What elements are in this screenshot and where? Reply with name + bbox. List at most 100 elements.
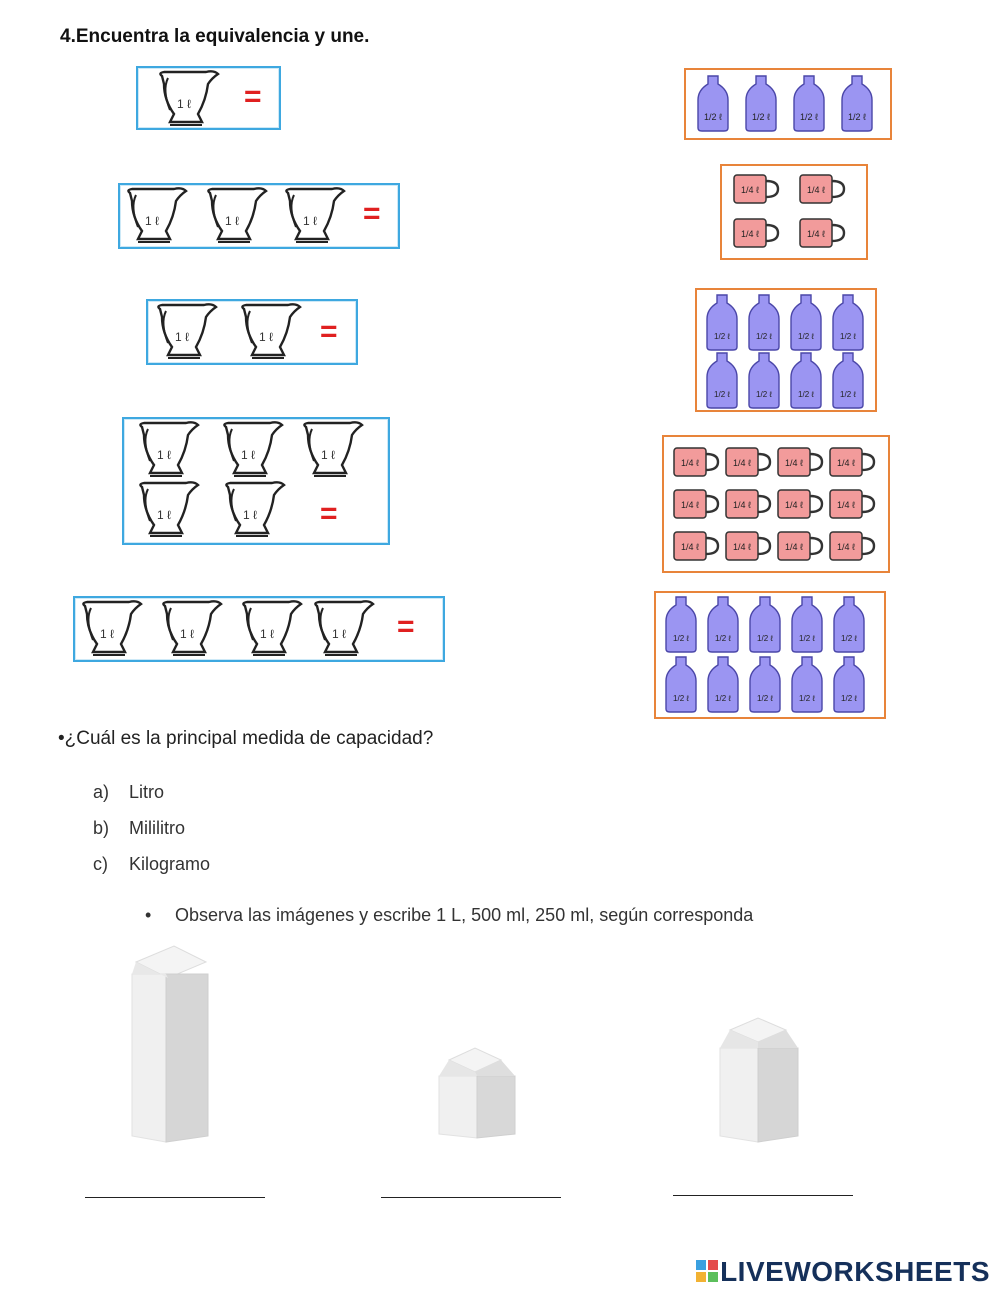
option-a[interactable]: a) Litro [93, 782, 164, 803]
svg-text:1/2 ℓ: 1/2 ℓ [673, 634, 689, 643]
svg-text:1/4 ℓ: 1/4 ℓ [837, 542, 856, 552]
equals-sign: = [320, 315, 338, 348]
svg-text:1/2 ℓ: 1/2 ℓ [798, 332, 814, 341]
svg-text:1/4 ℓ: 1/4 ℓ [785, 542, 804, 552]
bottle-icon: 1/2 ℓ [831, 293, 865, 351]
right-group-3[interactable]: 1/2 ℓ 1/2 ℓ 1/2 ℓ 1/2 ℓ 1/2 ℓ 1/2 ℓ 1/2 … [695, 288, 877, 412]
mug-icon: 1/4 ℓ [828, 445, 876, 479]
pitcher-icon: 1 ℓ [124, 187, 190, 245]
pitcher-icon: 1 ℓ [136, 421, 202, 479]
svg-text:1/4 ℓ: 1/4 ℓ [807, 229, 826, 239]
svg-text:1/2 ℓ: 1/2 ℓ [757, 634, 773, 643]
question: •¿Cuál es la principal medida de capacid… [58, 728, 433, 750]
svg-text:1/4 ℓ: 1/4 ℓ [733, 500, 752, 510]
liveworksheets-icon [696, 1260, 719, 1282]
bottle-icon: 1/2 ℓ [705, 293, 739, 351]
liveworksheets-logo: LIVEWORKSHEETS [696, 1256, 990, 1288]
left-group-4[interactable]: 1 ℓ 1 ℓ 1 ℓ 1 ℓ 1 ℓ = [122, 417, 390, 545]
option-c[interactable]: c) Kilogramo [93, 854, 210, 875]
brand-text: LIVEWORKSHEETS [720, 1256, 990, 1287]
svg-text:1 ℓ: 1 ℓ [175, 330, 189, 344]
svg-text:1 ℓ: 1 ℓ [145, 214, 159, 228]
bottle-icon: 1/2 ℓ [790, 595, 824, 653]
option-letter: c) [93, 854, 108, 874]
right-group-5[interactable]: 1/2 ℓ 1/2 ℓ 1/2 ℓ 1/2 ℓ 1/2 ℓ 1/2 ℓ 1/2 … [654, 591, 886, 719]
mug-icon: 1/4 ℓ [828, 487, 876, 521]
equals-sign: = [397, 610, 415, 643]
answer-line-3[interactable] [673, 1195, 853, 1196]
pitcher-icon: 1 ℓ [300, 421, 366, 479]
svg-text:1 ℓ: 1 ℓ [241, 448, 255, 462]
left-group-1[interactable]: 1 ℓ = [136, 66, 281, 130]
right-group-4[interactable]: 1/4 ℓ 1/4 ℓ 1/4 ℓ 1/4 ℓ 1/4 ℓ 1/4 ℓ 1/4 … [662, 435, 890, 573]
mug-icon: 1/4 ℓ [798, 216, 846, 250]
bottle-icon: 1/2 ℓ [664, 655, 698, 713]
mug-icon: 1/4 ℓ [732, 172, 780, 206]
left-group-5[interactable]: 1 ℓ 1 ℓ 1 ℓ 1 ℓ = [73, 596, 445, 662]
bullet: • [145, 905, 152, 925]
svg-text:1/2 ℓ: 1/2 ℓ [841, 694, 857, 703]
pitcher-icon: 1 ℓ [282, 187, 348, 245]
svg-text:1/4 ℓ: 1/4 ℓ [681, 500, 700, 510]
bottle-icon: 1/2 ℓ [696, 74, 730, 132]
bottle-icon: 1/2 ℓ [664, 595, 698, 653]
svg-text:1/2 ℓ: 1/2 ℓ [800, 112, 819, 122]
pitcher-icon: 1 ℓ [204, 187, 270, 245]
svg-text:1/4 ℓ: 1/4 ℓ [741, 185, 760, 195]
pitcher-icon: 1 ℓ [220, 421, 286, 479]
bottle-icon: 1/2 ℓ [706, 595, 740, 653]
right-group-2[interactable]: 1/4 ℓ 1/4 ℓ 1/4 ℓ 1/4 ℓ [720, 164, 868, 260]
option-letter: a) [93, 782, 110, 802]
bullet: • [58, 728, 65, 749]
svg-text:1/2 ℓ: 1/2 ℓ [840, 390, 856, 399]
answer-line-1[interactable] [85, 1197, 265, 1198]
option-text: Mililitro [129, 818, 185, 838]
svg-text:1/2 ℓ: 1/2 ℓ [673, 694, 689, 703]
svg-text:1/2 ℓ: 1/2 ℓ [840, 332, 856, 341]
svg-text:1 ℓ: 1 ℓ [225, 214, 239, 228]
svg-text:1 ℓ: 1 ℓ [180, 627, 194, 641]
svg-text:1/2 ℓ: 1/2 ℓ [714, 390, 730, 399]
bottle-icon: 1/2 ℓ [789, 293, 823, 351]
mug-icon: 1/4 ℓ [776, 487, 824, 521]
svg-text:1/4 ℓ: 1/4 ℓ [741, 229, 760, 239]
mug-icon: 1/4 ℓ [798, 172, 846, 206]
question-text: ¿Cuál es la principal medida de capacida… [64, 728, 434, 749]
bottle-icon: 1/2 ℓ [748, 595, 782, 653]
svg-text:1/2 ℓ: 1/2 ℓ [798, 390, 814, 399]
svg-text:1 ℓ: 1 ℓ [243, 508, 257, 522]
bottle-icon: 1/2 ℓ [832, 595, 866, 653]
svg-text:1/4 ℓ: 1/4 ℓ [733, 542, 752, 552]
svg-text:1/2 ℓ: 1/2 ℓ [757, 694, 773, 703]
pitcher-icon: 1 ℓ [154, 303, 220, 361]
pitcher-icon: 1 ℓ [159, 600, 225, 658]
svg-text:1/2 ℓ: 1/2 ℓ [704, 112, 723, 122]
svg-text:1/4 ℓ: 1/4 ℓ [785, 500, 804, 510]
option-text: Litro [129, 782, 165, 802]
bottle-icon: 1/2 ℓ [792, 74, 826, 132]
left-group-3[interactable]: 1 ℓ 1 ℓ = [146, 299, 358, 365]
svg-text:1/4 ℓ: 1/4 ℓ [837, 458, 856, 468]
mug-icon: 1/4 ℓ [724, 487, 772, 521]
option-letter: b) [93, 818, 110, 838]
svg-text:1/4 ℓ: 1/4 ℓ [681, 458, 700, 468]
svg-text:1 ℓ: 1 ℓ [259, 330, 273, 344]
svg-text:1 ℓ: 1 ℓ [177, 97, 191, 111]
bottle-icon: 1/2 ℓ [705, 351, 739, 409]
svg-text:1/2 ℓ: 1/2 ℓ [715, 694, 731, 703]
pitcher-icon: 1 ℓ [79, 600, 145, 658]
right-group-1[interactable]: 1/2 ℓ 1/2 ℓ 1/2 ℓ 1/2 ℓ [684, 68, 892, 140]
option-b[interactable]: b) Mililitro [93, 818, 185, 839]
mug-icon: 1/4 ℓ [776, 445, 824, 479]
answer-line-2[interactable] [381, 1197, 561, 1198]
left-group-2[interactable]: 1 ℓ 1 ℓ 1 ℓ = [118, 183, 400, 249]
svg-text:1 ℓ: 1 ℓ [100, 627, 114, 641]
svg-text:1 ℓ: 1 ℓ [332, 627, 346, 641]
svg-text:1/2 ℓ: 1/2 ℓ [752, 112, 771, 122]
svg-text:1 ℓ: 1 ℓ [157, 448, 171, 462]
svg-text:1/4 ℓ: 1/4 ℓ [681, 542, 700, 552]
option-text: Kilogramo [129, 854, 211, 874]
mug-icon: 1/4 ℓ [672, 487, 720, 521]
mug-icon: 1/4 ℓ [732, 216, 780, 250]
svg-text:1/2 ℓ: 1/2 ℓ [715, 634, 731, 643]
